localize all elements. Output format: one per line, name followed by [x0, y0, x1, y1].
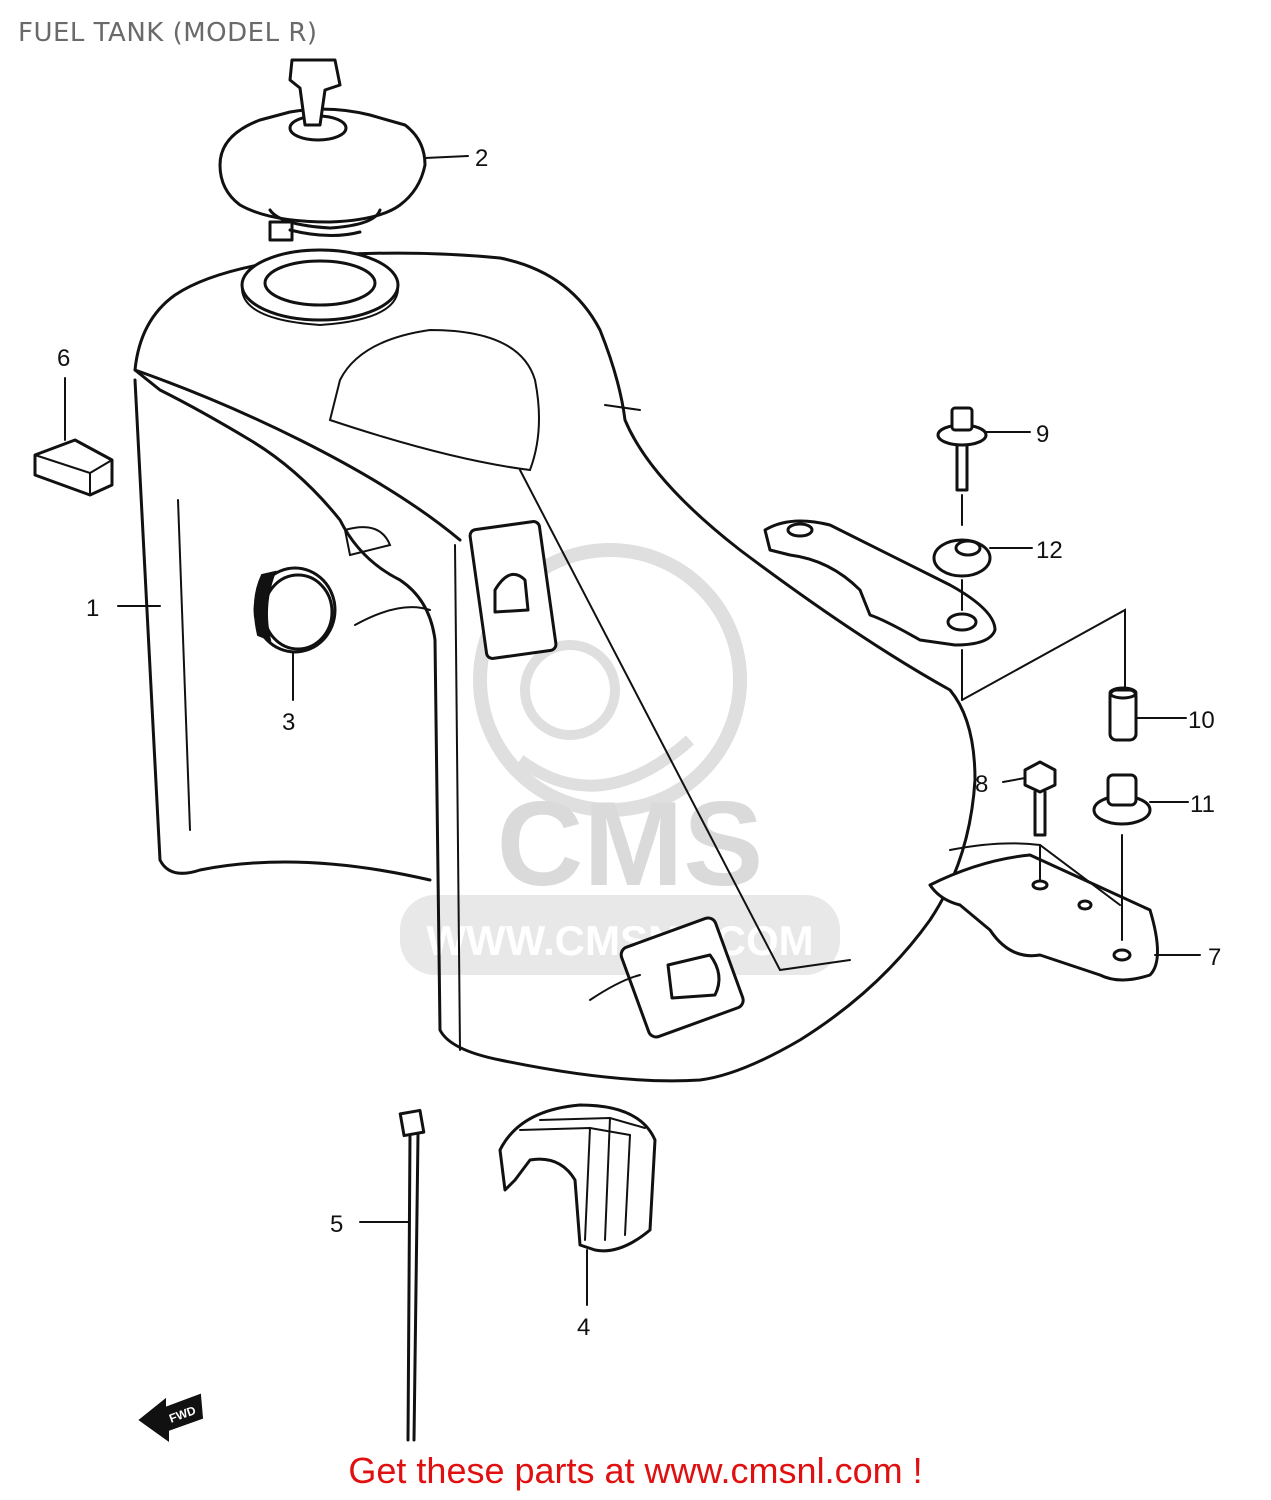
forward-direction-arrow: FWD	[138, 1393, 204, 1442]
bushing	[932, 538, 992, 611]
part-label-12: 12	[1036, 537, 1063, 564]
bolt-washer	[936, 406, 988, 526]
upper-bracket	[763, 519, 997, 647]
cable-tie	[398, 1108, 426, 1442]
rubber-cushion	[498, 1103, 657, 1253]
lower-bracket	[928, 842, 1159, 982]
part-label-3: 3	[282, 709, 295, 736]
part-label-5: 5	[330, 1211, 343, 1238]
pad	[33, 438, 114, 497]
footer-call-to-action[interactable]: Get these parts at www.cmsnl.com !	[348, 1450, 923, 1491]
knob	[253, 566, 337, 654]
part-label-2: 2	[475, 145, 488, 172]
collar	[961, 608, 1138, 742]
part-label-1: 1	[86, 595, 99, 622]
page-title: FUEL TANK (MODEL R)	[18, 18, 318, 48]
leader-lines	[64, 155, 1201, 1306]
part-label-10: 10	[1188, 707, 1215, 734]
fuel-cap	[218, 58, 427, 242]
grommet	[1092, 773, 1152, 941]
part-label-7: 7	[1208, 944, 1221, 971]
part-label-6: 6	[57, 345, 70, 372]
watermark: CMS WWW.CMSNL.COM	[400, 543, 840, 975]
part-label-8: 8	[975, 771, 988, 798]
part-label-4: 4	[577, 1314, 590, 1341]
watermark-brand: CMS	[497, 777, 764, 911]
bolt-small	[1023, 760, 1057, 881]
fuel-tank-body	[133, 248, 977, 1083]
part-label-9: 9	[1036, 421, 1049, 448]
part-label-11: 11	[1190, 791, 1215, 818]
